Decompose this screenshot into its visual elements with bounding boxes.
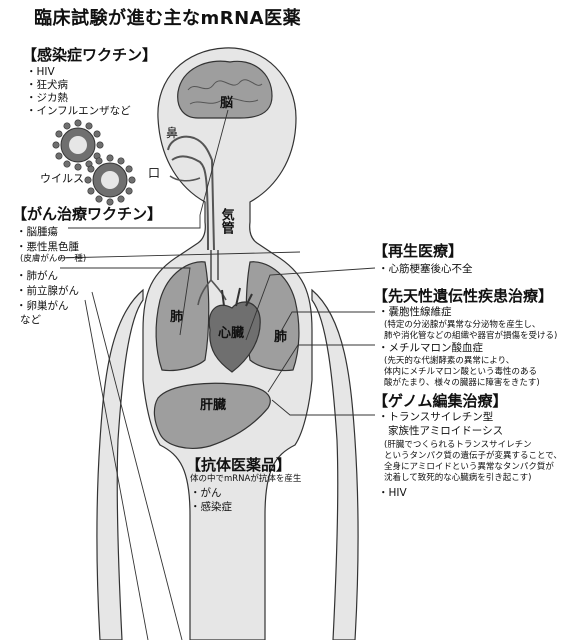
organ-label-heart: 心臓: [218, 326, 245, 341]
virus-spike: [117, 157, 125, 165]
virus-spike: [55, 152, 63, 160]
virus-spike: [93, 130, 101, 138]
virus-spike: [106, 198, 114, 206]
virus-spike: [125, 165, 133, 173]
congenital-mma-note-3: 酸がたまり、様々の臓器に障害をきたす): [384, 378, 540, 388]
genome-note-4: 沈着して致死的な心臓病を引き起こす): [384, 473, 532, 483]
brain-shape: [177, 60, 273, 119]
virus-spike: [117, 195, 125, 203]
genome-note-3: 全身にアミロイドという異常なタンパク質が: [384, 462, 554, 472]
virus-label: ウイルス: [40, 172, 84, 185]
bronchi: [197, 250, 227, 306]
organ-label-mouth: 口: [148, 166, 161, 180]
antibody-item-infection: ・感染症: [190, 501, 232, 513]
genome-note-2: というタンパク質の遺伝子が変異することで、: [384, 451, 562, 461]
cancer-item-lung: ・肺がん: [16, 270, 58, 282]
organ-label-trachea: 気管: [218, 208, 234, 234]
cancer-item-prostate: ・前立腺がん: [16, 285, 79, 297]
virus-spike: [74, 163, 82, 171]
virus-spike: [85, 122, 93, 130]
organ-label-nose: 鼻: [166, 126, 179, 140]
genome-note-1: (肝臓でつくられるトランスサイレチン: [384, 440, 532, 450]
congenital-cf-note-1: (特定の分泌腺が異常な分泌物を産生し、: [384, 320, 541, 330]
infection-item-hiv: ・HIV: [26, 66, 55, 78]
genome-item-attr-1: ・トランスサイレチン型: [378, 411, 494, 423]
organ-label-lung-left: 肺: [170, 310, 184, 325]
liver-shape: [153, 382, 271, 449]
organ-label-brain: 脳: [220, 96, 234, 111]
virus-spike: [106, 154, 114, 162]
page-title: 臨床試験が進む主なmRNA医薬: [34, 8, 302, 29]
virus-spike: [52, 141, 60, 149]
virus-spike: [63, 160, 71, 168]
organ-label-liver: 肝臓: [200, 398, 227, 413]
infection-item-influenza: ・インフルエンザなど: [26, 105, 131, 117]
congenital-mma-note-2: 体内にメチルマロン酸という毒性のある: [384, 367, 538, 377]
infection-item-zika: ・ジカ熱: [26, 92, 68, 104]
brain-folds: [187, 79, 263, 105]
virus-2: [92, 162, 128, 198]
virus-spike: [63, 122, 71, 130]
left-arm: [96, 288, 144, 640]
genome-editing-header: 【ゲノム編集治療】: [373, 392, 508, 410]
cancer-item-brain-tumor: ・脳腫瘍: [16, 226, 58, 238]
antibody-item-cancer: ・がん: [190, 487, 222, 499]
virus-spike: [87, 187, 95, 195]
heart-shape: [208, 301, 261, 373]
virus-spike: [128, 176, 136, 184]
virus-1: [60, 127, 96, 163]
virus-spike: [84, 176, 92, 184]
heart-vessels: [221, 287, 253, 307]
virus-spike: [55, 130, 63, 138]
antibody-header: 【抗体医薬品】: [186, 456, 292, 474]
congenital-item-mma: ・メチルマロン酸血症: [378, 342, 483, 354]
antibody-subtitle: 体の中でmRNAが抗体を産生: [190, 474, 302, 484]
organ-label-lung-right: 肺: [274, 330, 288, 345]
regenerative-header: 【再生医療】: [373, 242, 464, 260]
congenital-cf-note-2: 肺や消化管などの組織や器官が損傷を受ける): [384, 331, 558, 341]
congenital-mma-note-1: (先天的な代謝酵素の異常により、: [384, 356, 515, 366]
leader-lines: [57, 109, 376, 640]
infection-vaccine-header: 【感染症ワクチン】: [22, 46, 158, 64]
genome-item-attr-2: 家族性アミロイドーシス: [388, 425, 504, 437]
regenerative-item-heart-failure: ・心筋梗塞後心不全: [378, 263, 473, 275]
virus-spikes: [52, 119, 136, 206]
virus-spike: [96, 141, 104, 149]
virus-spike: [95, 157, 103, 165]
congenital-item-cystic-fibrosis: ・嚢胞性線維症: [378, 306, 452, 318]
cancer-vaccine-header: 【がん治療ワクチン】: [12, 205, 163, 223]
right-arm: [311, 288, 359, 640]
cancer-item-ovarian: ・卵巣がん: [16, 300, 69, 312]
airway-outline: [167, 135, 215, 251]
virus-spike: [95, 195, 103, 203]
virus-spike: [125, 187, 133, 195]
mouth-outline: [169, 175, 201, 182]
cancer-item-melanoma: ・悪性黒色腫: [16, 241, 79, 253]
virus-spike: [87, 165, 95, 173]
cancer-item-etc: など: [20, 314, 41, 326]
virus-spike: [74, 119, 82, 127]
congenital-header: 【先天性遺伝性疾患治療】: [373, 287, 554, 305]
genome-item-hiv: ・HIV: [378, 487, 407, 499]
airway-outline-2: [171, 155, 209, 251]
cancer-melanoma-note: (皮膚がんの一種): [20, 254, 87, 264]
infection-item-rabies: ・狂犬病: [26, 79, 68, 91]
